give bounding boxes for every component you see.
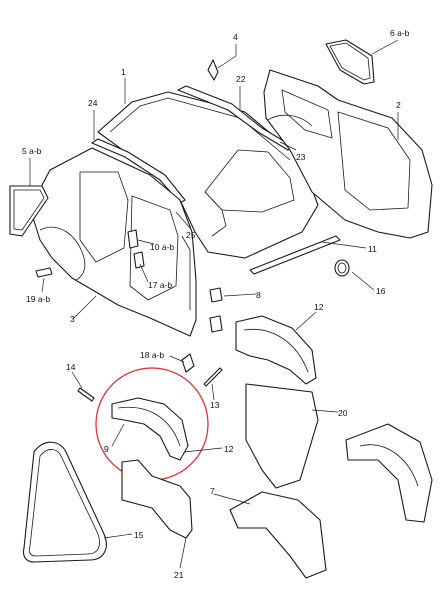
callout-14: 14 (66, 362, 76, 372)
callout-19: 19 a-b (26, 294, 50, 304)
wheelhouse-liner-upper (235, 315, 317, 385)
callout-5: 5 a-b (22, 146, 42, 156)
callout-11: 11 (368, 244, 377, 254)
callout-2: 2 (396, 100, 401, 110)
callout-15: 15 (134, 530, 144, 540)
callout-18: 18 a-b (140, 350, 164, 360)
callout-4: 4 (233, 32, 238, 42)
left-body-side (29, 147, 197, 337)
right-body-side (263, 69, 433, 239)
door-weatherstrip (22, 441, 107, 563)
callout-9: 9 (104, 444, 109, 454)
callout-8: 8 (256, 290, 261, 300)
grommet-plug (334, 259, 350, 277)
callout-3: 3 (70, 314, 75, 324)
callout-12-upper: 12 (314, 302, 324, 312)
quarter-glass-right (325, 39, 375, 85)
reinforcement-brackets (127, 229, 145, 269)
callout-25: 25 (186, 230, 196, 240)
lower-liner-7 (229, 491, 327, 579)
leader-lines (29, 39, 399, 569)
callout-6: 6 a-b (390, 28, 410, 38)
callout-23: 23 (296, 152, 306, 162)
callout-21: 21 (174, 570, 184, 580)
nameplate-badge (35, 267, 53, 278)
bracket-set (209, 287, 223, 333)
sill-molding (249, 235, 341, 275)
inner-wheelhouse-right (345, 423, 433, 523)
pin-13 (203, 367, 223, 387)
quarter-glass-left (9, 185, 49, 237)
callout-10: 10 a-b (150, 242, 174, 252)
bracket-18 (181, 353, 195, 373)
lower-panel-21 (121, 459, 193, 539)
callout-13: 13 (210, 400, 220, 410)
callout-1: 1 (121, 67, 126, 77)
clip-part-4 (207, 59, 219, 81)
inner-panel-20 (245, 383, 319, 489)
callout-12-lower: 12 (224, 444, 234, 454)
callout-17: 17 a-b (148, 280, 172, 290)
callout-24: 24 (88, 98, 98, 108)
callout-7: 7 (210, 486, 215, 496)
callout-20: 20 (338, 408, 348, 418)
highlighted-wheelhouse (95, 367, 209, 481)
callout-16: 16 (376, 286, 386, 296)
bolt (77, 387, 95, 402)
callout-labels: 1 2 3 4 5 a-b 6 a-b 7 8 9 10 a-b 11 12 1… (22, 28, 410, 580)
callout-22: 22 (236, 74, 246, 84)
